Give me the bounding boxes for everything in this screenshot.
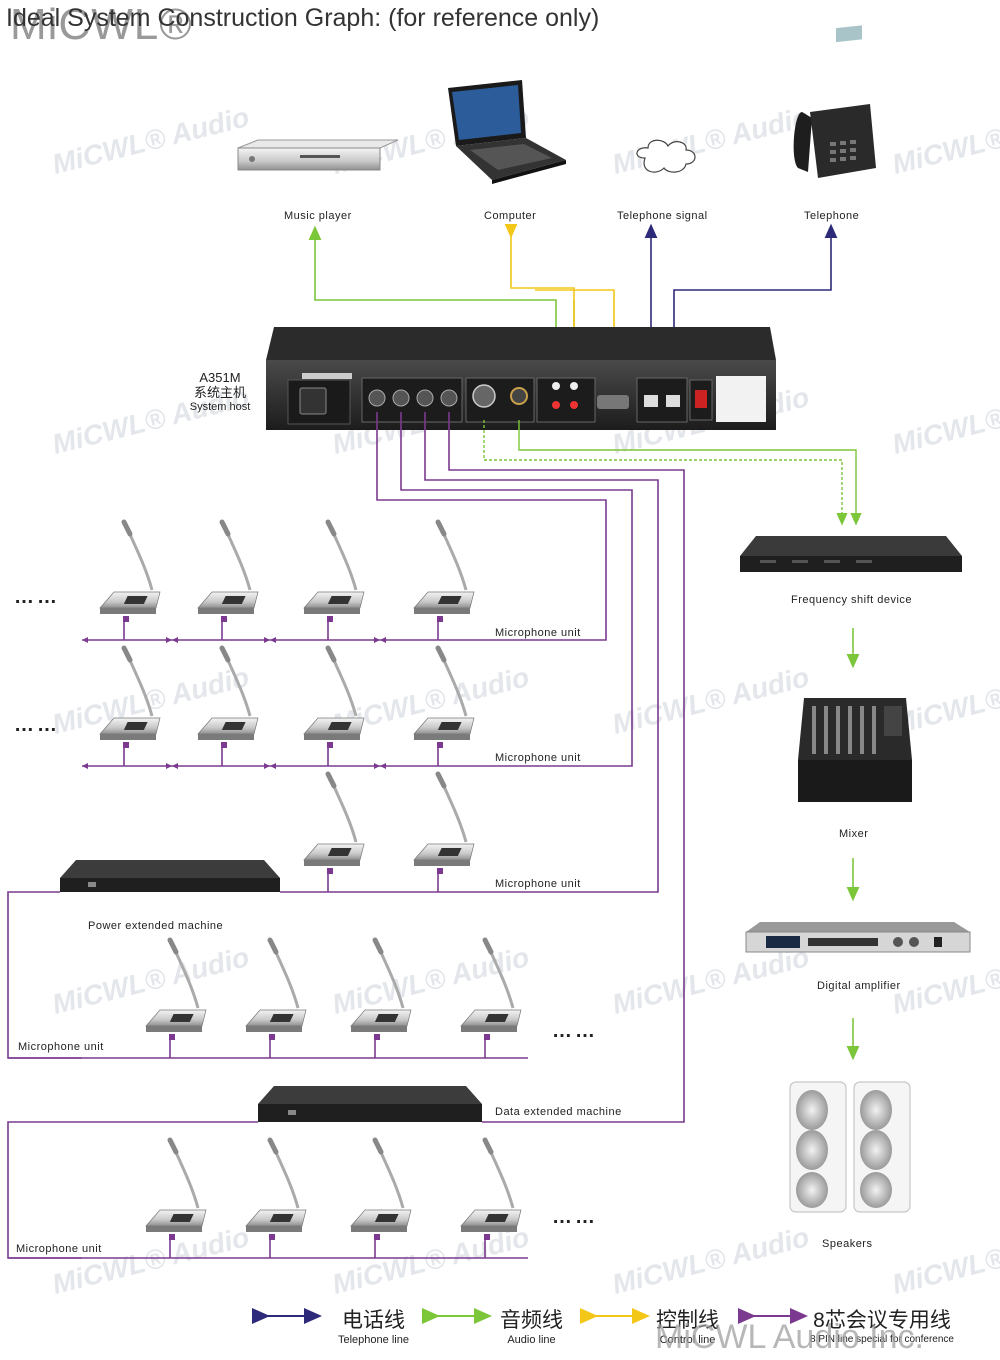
music-player-device	[237, 139, 399, 171]
mic-unit-label-5: Microphone unit	[16, 1243, 102, 1255]
host-label: A351M 系统主机 System host	[180, 370, 260, 415]
mic-unit-label-2: Microphone unit	[495, 752, 581, 764]
legend-en: Audio line	[507, 1334, 556, 1346]
legend-cn: 电话线	[341, 1309, 405, 1332]
frequency-shift-device	[740, 536, 962, 572]
legend-control-line: 控制线 Control line	[656, 1304, 719, 1346]
legend-en: Telephone line	[338, 1334, 409, 1346]
speakers-label: Speakers	[822, 1238, 873, 1250]
telephone-label: Telephone	[804, 210, 860, 222]
ellipsis-row-5: ……	[552, 1206, 598, 1228]
mic-row-1	[82, 522, 548, 643]
legend-en: Control line	[659, 1334, 716, 1346]
ellipsis-row-4: ……	[552, 1020, 598, 1042]
legend-telephone-line: 电话线 Telephone line	[338, 1304, 409, 1346]
music-player-label: Music player	[284, 210, 352, 222]
mic-row-5	[8, 1140, 528, 1259]
computer-label: Computer	[484, 210, 537, 222]
power-extended-label: Power extended machine	[88, 920, 224, 932]
mic-unit-label-3: Microphone unit	[495, 878, 581, 890]
ellipsis-row-1: ……	[14, 586, 60, 608]
digital-amplifier-device	[745, 922, 971, 953]
legend-cn: 控制线	[656, 1309, 719, 1332]
telephone-signal-label: Telephone signal	[617, 210, 708, 222]
brand-logo: MiCWL®	[10, 0, 193, 49]
frequency-shift-label: Frequency shift device	[791, 594, 913, 606]
legend-conference-line: 8芯会议专用线 8 PIN line special for conferenc…	[810, 1304, 954, 1345]
mic-unit-label-1: Microphone unit	[495, 627, 581, 639]
legend-cn: 8芯会议专用线	[813, 1309, 951, 1332]
legend-audio-line: 音频线 Audio line	[500, 1304, 563, 1346]
host-cn-name: 系统主机	[193, 385, 246, 400]
data-extended-machine	[258, 1086, 482, 1122]
telephone-device	[793, 25, 876, 178]
mic-row-4	[8, 940, 528, 1059]
mixer-label: Mixer	[839, 828, 869, 840]
mixer-device	[798, 698, 912, 802]
legend-en: 8 PIN line special for conference	[810, 1334, 954, 1345]
page-title: Ideal System Construction Graph: (for re…	[6, 4, 600, 32]
data-extended-label: Data extended machine	[495, 1106, 622, 1118]
power-extended-machine	[60, 860, 280, 892]
host-model: A351M	[199, 370, 241, 385]
mic-unit-label-4: Microphone unit	[18, 1041, 104, 1053]
host-en-name: System host	[189, 401, 251, 413]
speakers-device	[789, 1081, 911, 1213]
footer-brand: MiCWL Audio Inc.	[655, 1318, 924, 1356]
system-host-unit	[266, 327, 776, 430]
legend-cn: 音频线	[500, 1309, 563, 1332]
mic-row-3	[280, 774, 548, 893]
telephone-signal-cloud	[636, 139, 696, 173]
mic-row-2	[82, 648, 548, 769]
ellipsis-row-2: ……	[14, 714, 60, 736]
computer-device	[448, 80, 566, 184]
digital-amplifier-label: Digital amplifier	[817, 980, 901, 992]
